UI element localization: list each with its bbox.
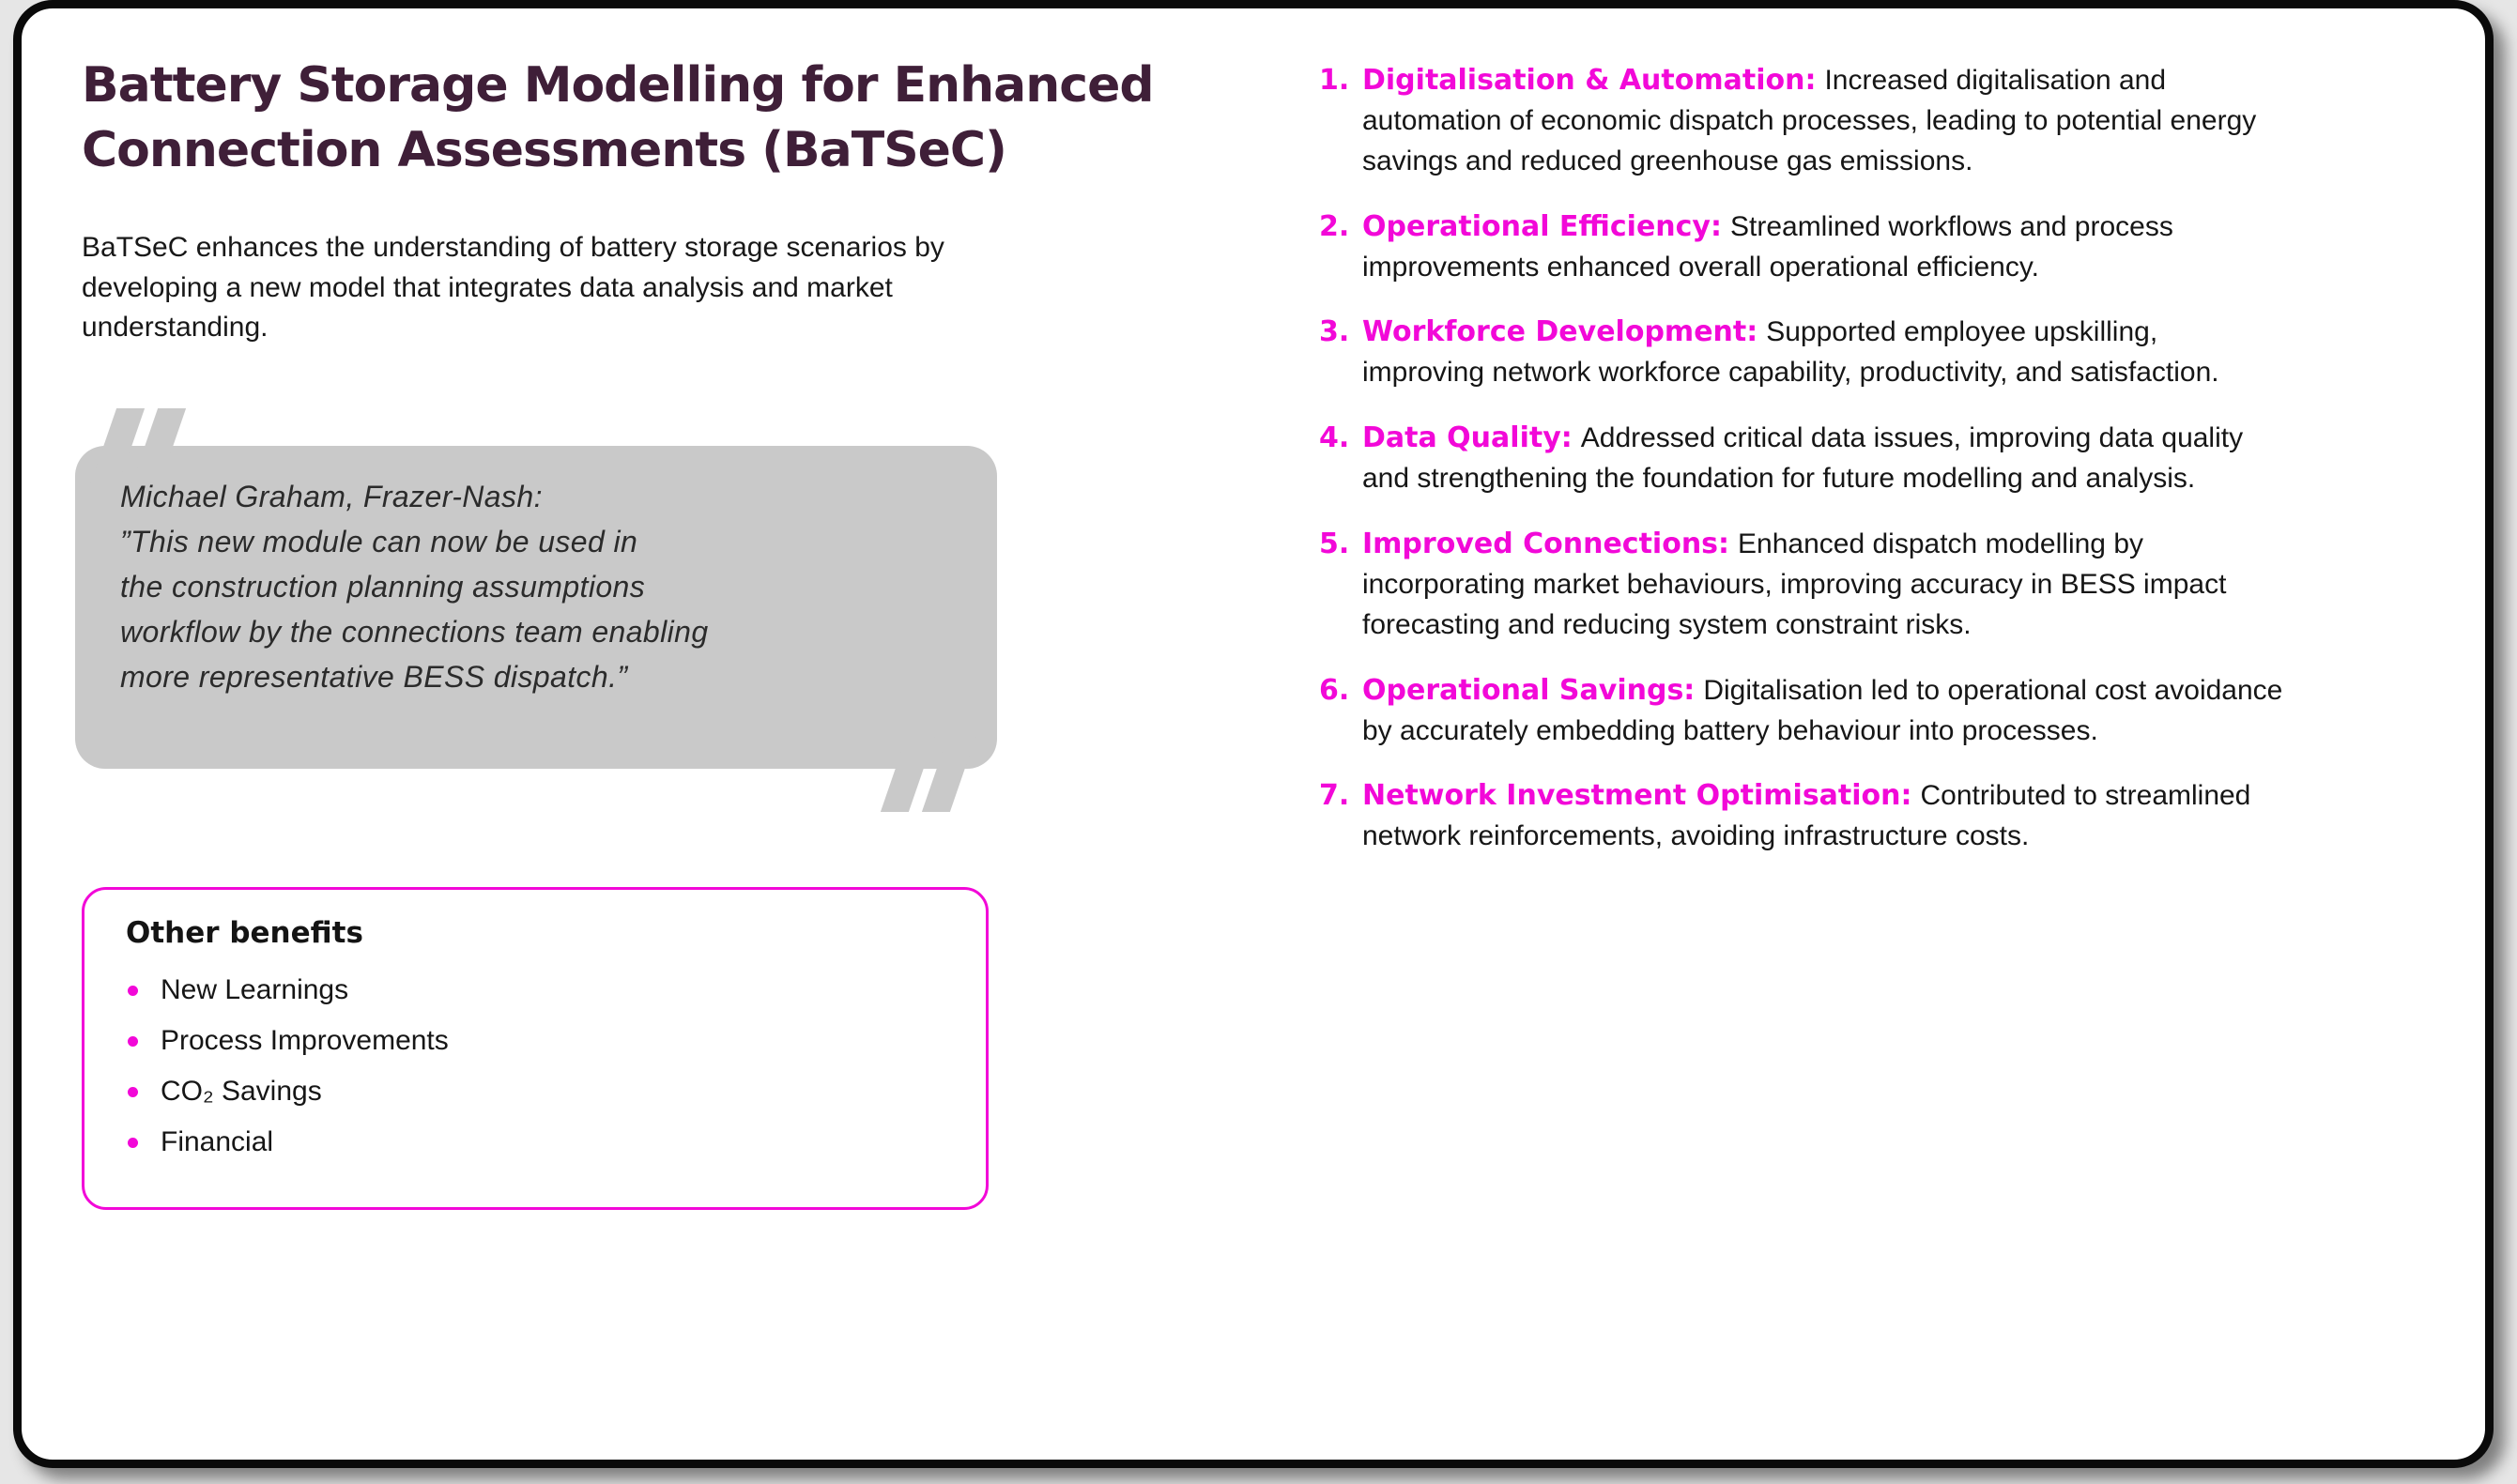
benefit-label: Financial <box>161 1126 274 1157</box>
item-text: Streamlined workflows and process improv… <box>1362 210 2173 283</box>
quote-line: ”This new module can now be used in <box>120 525 638 558</box>
key-benefit-item: 6. Operational Savings:Digitalisation led… <box>1319 671 2286 752</box>
benefit-label: New Learnings <box>161 974 349 1005</box>
quote-line: the construction planning assumptions <box>120 570 646 604</box>
item-number: 4. <box>1319 421 1350 455</box>
quote-attribution: Michael Graham, Frazer-Nash: <box>120 480 543 513</box>
item-number: 3. <box>1319 315 1350 349</box>
page-title: Battery Storage Modelling for Enhanced C… <box>82 57 1155 178</box>
other-benefits-box: Other benefits New Learnings Process Imp… <box>82 887 989 1210</box>
intro-paragraph: BaTSeC enhances the understanding of bat… <box>82 232 944 344</box>
quote-text: Michael Graham, Frazer-Nash: ”This new m… <box>75 446 997 699</box>
bullet-dot-icon <box>128 1086 138 1097</box>
key-benefit-item: 4. Data Quality:Addressed critical data i… <box>1319 419 2286 499</box>
quote-mark-close-icon <box>880 735 977 812</box>
benefit-bullet-item: New Learnings <box>126 965 963 1016</box>
key-benefits-list: 1. Digitalisation & Automation:Increased … <box>1319 61 2286 857</box>
item-title: Operational Savings: <box>1362 673 1696 707</box>
benefit-bullet-item: CO₂ Savings <box>126 1066 963 1117</box>
bullet-dot-icon <box>128 1035 138 1047</box>
item-number: 6. <box>1319 673 1350 707</box>
item-number: 1. <box>1319 64 1350 97</box>
item-text: Enhanced dispatch modelling by incorpora… <box>1362 528 2227 640</box>
item-text: Digitalisation led to operational cost a… <box>1362 674 2283 746</box>
bullet-dot-icon <box>128 985 138 996</box>
benefit-bullet-item: Financial <box>126 1117 963 1168</box>
key-benefit-item: 2. Operational Efficiency:Streamlined wor… <box>1319 207 2286 288</box>
item-number: 5. <box>1319 528 1350 561</box>
key-benefit-item: 7. Network Investment Optimisation:Contri… <box>1319 776 2286 857</box>
item-text: Supported employee upskilling, improving… <box>1362 316 2219 389</box>
other-benefits-title: Other benefits <box>126 916 363 950</box>
quote-block: Michael Graham, Frazer-Nash: ”This new m… <box>75 408 997 812</box>
item-title: Operational Efficiency: <box>1362 209 1722 243</box>
item-text: Increased digitalisation and automation … <box>1362 65 2257 176</box>
key-benefit-item: 3. Workforce Development:Supported employ… <box>1319 313 2286 393</box>
key-benefit-item: 1. Digitalisation & Automation:Increased … <box>1319 61 2286 182</box>
item-title: Improved Connections: <box>1362 528 1730 561</box>
quote-line: workflow by the connections team enablin… <box>120 615 709 649</box>
quote-line: more representative BESS dispatch.” <box>120 660 628 694</box>
item-title: Digitalisation & Automation: <box>1362 64 1817 97</box>
benefit-bullet-item: Process Improvements <box>126 1016 963 1066</box>
item-number: 2. <box>1319 209 1350 243</box>
benefit-label: Process Improvements <box>161 1025 449 1056</box>
item-title: Workforce Development: <box>1362 315 1758 349</box>
item-number: 7. <box>1319 779 1350 813</box>
item-title: Network Investment Optimisation: <box>1362 779 1912 813</box>
report-card: Battery Storage Modelling for Enhanced C… <box>13 0 2494 1468</box>
item-text: Contributed to streamlined network reinf… <box>1362 780 2251 852</box>
key-benefit-item: 5. Improved Connections:Enhanced dispatch… <box>1319 525 2286 646</box>
bullet-dot-icon <box>128 1137 138 1148</box>
other-benefits-list: New Learnings Process Improvements CO₂ S… <box>126 965 963 1168</box>
item-text: Addressed critical data issues, improvin… <box>1362 422 2244 495</box>
benefit-label: CO₂ Savings <box>161 1076 322 1107</box>
item-title: Data Quality: <box>1362 421 1573 455</box>
